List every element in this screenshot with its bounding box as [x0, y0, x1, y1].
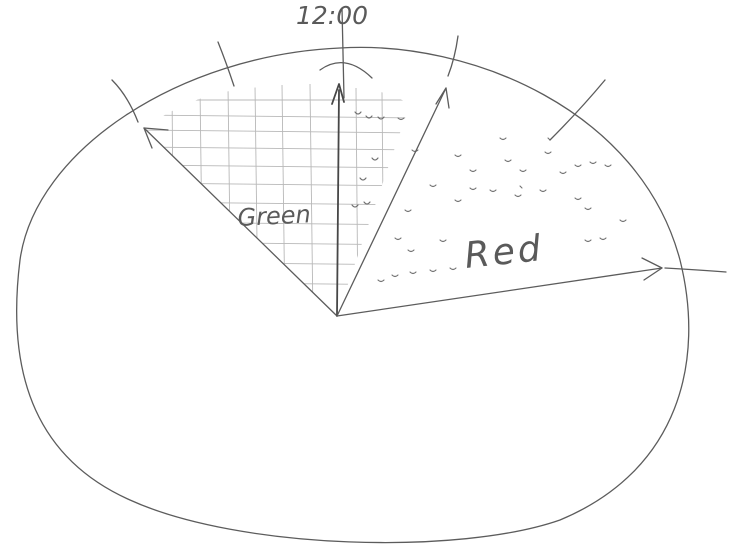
twelve-tick — [341, 7, 345, 99]
right-ray-arrowhead — [641, 257, 663, 281]
red-sector-stippling — [351, 111, 627, 283]
twelve-arc-mark — [319, 62, 373, 79]
diagonal-tick — [447, 35, 459, 77]
upper-left-tick — [217, 41, 235, 87]
vertical-ray-arrowhead — [331, 83, 345, 105]
dial-outline — [16, 46, 690, 544]
left-ray — [143, 127, 338, 317]
left-ray-arrowhead — [143, 127, 169, 149]
green-sector-label: Green — [237, 200, 312, 232]
red-sector-label: Red — [463, 228, 546, 277]
diagonal-ray — [336, 87, 447, 317]
right-tick — [664, 267, 727, 273]
diagonal-ray-arrowhead — [435, 87, 450, 109]
left-tick — [111, 79, 139, 123]
vertical-ray-12 — [336, 89, 340, 317]
time-label: 12:00 — [296, 1, 368, 30]
upper-right-tick — [549, 79, 606, 141]
right-ray — [336, 267, 663, 317]
